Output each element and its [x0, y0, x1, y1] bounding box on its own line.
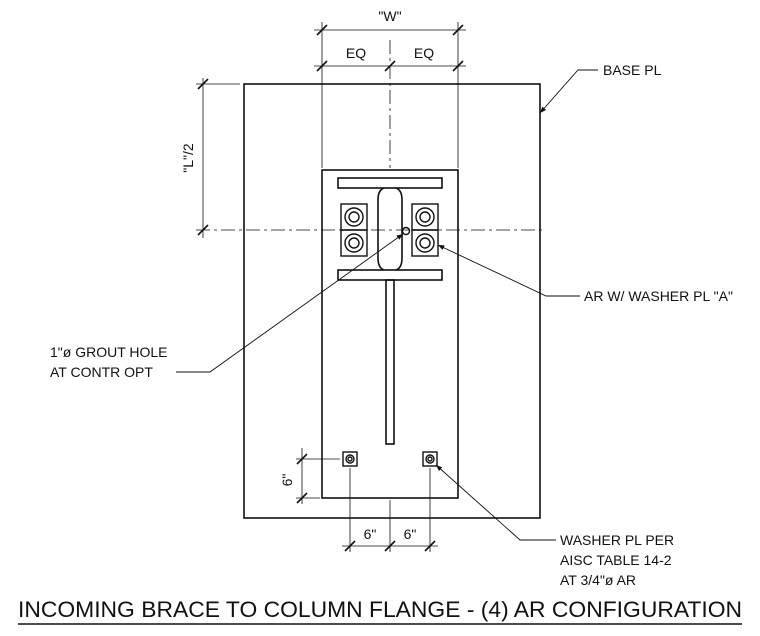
six-inch-vertical-label: 6" [279, 474, 295, 487]
inner-plate [321, 169, 459, 499]
w-dimension-label: "W" [378, 8, 401, 24]
washer-pl-label-line3: AT 3/4"ø AR [560, 572, 636, 588]
grout-hole [401, 226, 411, 236]
washer-pl-leader [435, 464, 556, 541]
half-l-dimension-label: "L"/2 [180, 143, 196, 173]
drawing-title: INCOMING BRACE TO COLUMN FLANGE - (4) AR… [18, 597, 742, 622]
ar-washer-leader [437, 244, 580, 297]
washer-plate-left [342, 451, 358, 467]
column-section [337, 177, 443, 281]
eq-right-label: EQ [414, 45, 434, 61]
grout-hole-label-line2: AT CONTR OPT [50, 364, 153, 380]
ar-washer-label: AR W/ WASHER PL "A" [584, 288, 733, 304]
washer-pl-label-line2: AISC TABLE 14-2 [560, 552, 672, 568]
base-plate [243, 83, 541, 519]
anchor-rod-group-right [411, 203, 439, 257]
base-pl-leader [539, 69, 598, 114]
six-inch-bottom-right-label: 6" [404, 526, 417, 542]
washer-pl-label-line1: WASHER PL PER [560, 532, 674, 548]
grout-leader [176, 233, 404, 373]
eq-left-label: EQ [346, 45, 366, 61]
six-inch-bottom-left-label: 6" [364, 526, 377, 542]
base-pl-label: BASE PL [603, 62, 662, 78]
brace-stem [385, 279, 395, 445]
anchor-rod-group-left [340, 203, 368, 257]
grout-hole-label-line1: 1"ø GROUT HOLE [50, 344, 168, 360]
washer-plate-right [422, 451, 438, 467]
